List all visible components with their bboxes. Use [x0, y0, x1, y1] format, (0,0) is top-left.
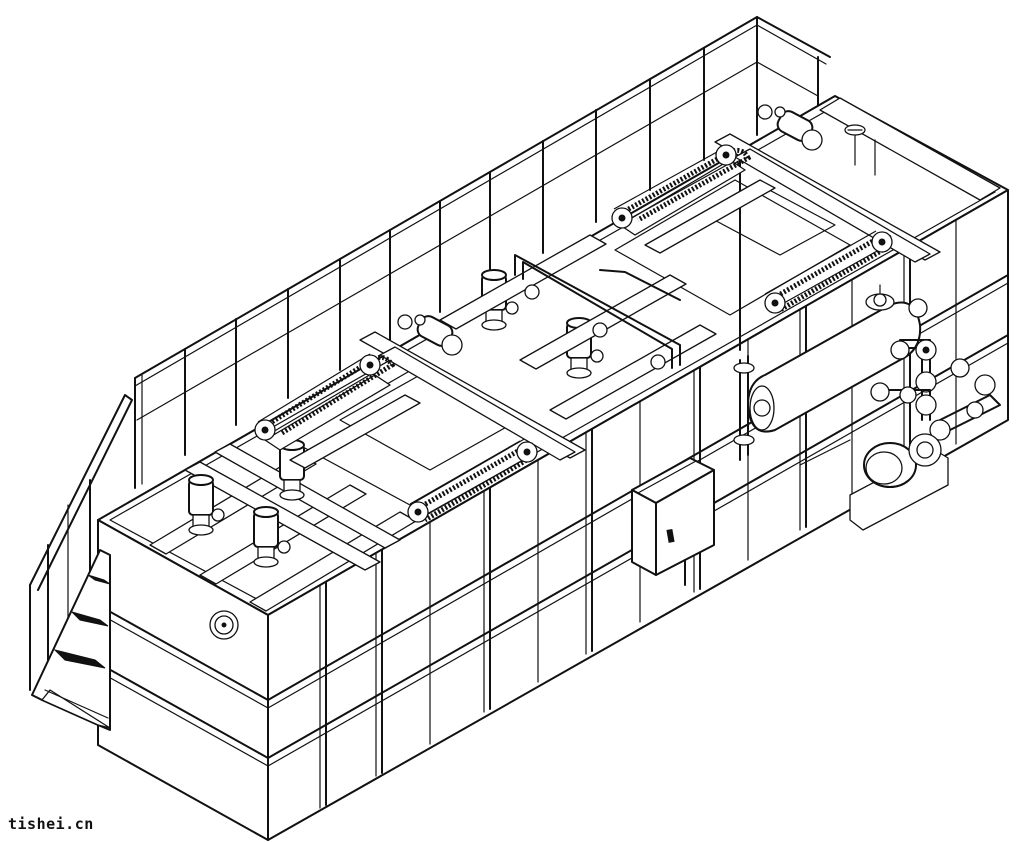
handrail-icon — [134, 16, 831, 489]
watermark-text: tishei.cn — [8, 815, 94, 833]
middle-frame — [439, 234, 717, 420]
staircase-icon — [29, 394, 133, 731]
flange-icon — [209, 610, 239, 640]
beam-group-left — [149, 443, 417, 612]
scraper-chain-icon-right — [611, 104, 941, 314]
scraper-chain-icon — [254, 314, 586, 523]
main-pump-icon — [849, 433, 949, 531]
control-box-icon — [631, 457, 715, 586]
pipework — [733, 298, 1001, 466]
outlet-chamber — [819, 97, 1001, 201]
